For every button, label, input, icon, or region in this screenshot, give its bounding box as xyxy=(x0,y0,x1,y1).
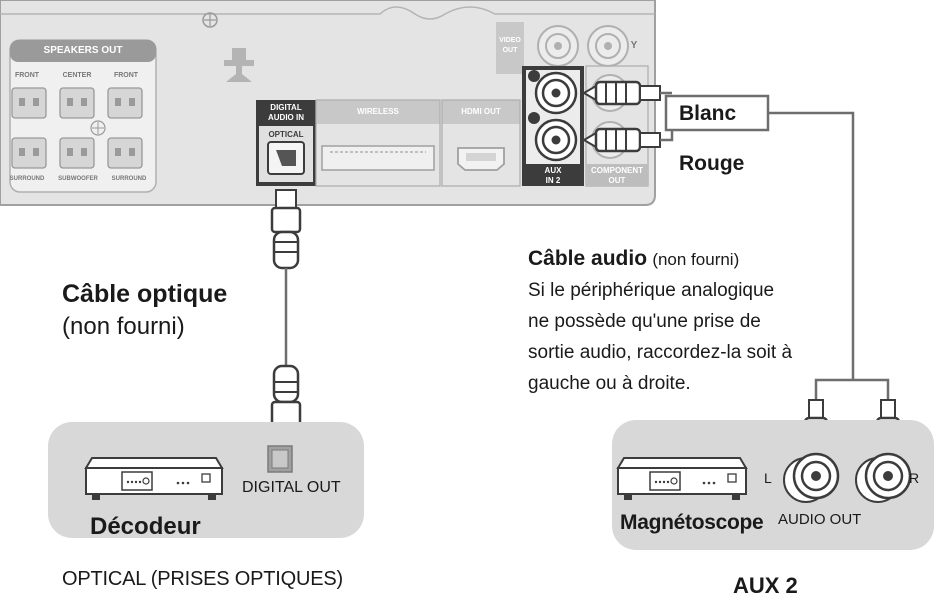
optical-cable-subtitle: (non fourni) xyxy=(62,313,185,340)
component-label: COMPONENT xyxy=(591,166,643,175)
optical-port-label: OPTICAL xyxy=(268,130,304,139)
audio-cable-note: Câble audio (non fourni) Si le périphéri… xyxy=(528,243,828,399)
audio-note-line-4: gauche ou à droite. xyxy=(528,373,691,394)
front-r-label: FRONT xyxy=(14,72,40,79)
audio-note-line-1: Si le périphérique analogique xyxy=(528,280,775,301)
audio-note-line-3: sortie audio, raccordez-la soit à xyxy=(528,342,793,363)
screw-icon xyxy=(202,12,218,28)
speaker-terminal-surround-r xyxy=(11,137,47,169)
speaker-terminal-front-l xyxy=(107,87,143,119)
optical-cable xyxy=(270,189,302,441)
vcr-right-label: R xyxy=(909,470,920,486)
audio-cable-title-note: (non fourni) xyxy=(652,250,740,269)
vcr-audio-out-right-jack xyxy=(855,452,912,503)
digital-audio-in-label: DIGITAL AUDIO IN xyxy=(256,103,316,123)
audio-out-label: AUDIO OUT xyxy=(778,511,862,528)
audio-note-line-2: ne possède qu'une prise de xyxy=(528,311,761,332)
decoder-name: Décodeur xyxy=(90,513,201,540)
aux-section-title: AUX 2 xyxy=(733,573,798,598)
video-out-label: VIDEO OUT xyxy=(496,36,524,56)
digital-out-label: DIGITAL OUT xyxy=(242,479,341,496)
audio-cable xyxy=(768,111,855,380)
vcr-device-icon xyxy=(616,457,748,500)
receiver-rear-panel xyxy=(0,0,656,206)
front-l-label: FRONT xyxy=(113,72,139,79)
vcr-left-label: L xyxy=(764,470,772,486)
wireless-slot xyxy=(321,145,435,171)
component-out-label: COMPONENT OUT xyxy=(586,166,648,186)
blanc-label: Blanc xyxy=(679,102,737,125)
component-out-sub-label: OUT xyxy=(608,176,626,185)
wireless-label: WIRELESS xyxy=(357,107,399,116)
video-label: VIDEO xyxy=(499,37,521,44)
speaker-terminal-front-r xyxy=(11,87,47,119)
audio-in-label: AUDIO IN xyxy=(268,113,304,122)
aux-label: AUX xyxy=(544,166,562,175)
subwoofer-label: SUBWOOFER xyxy=(58,176,98,182)
out-label: OUT xyxy=(502,47,518,54)
speaker-terminal-surround-l xyxy=(107,137,143,169)
y-label: Y xyxy=(630,40,638,51)
speaker-terminal-center xyxy=(59,87,95,119)
speaker-terminal-subwoofer xyxy=(59,137,95,169)
rca-plug-red xyxy=(582,127,661,153)
vcr-audio-out-left-jack xyxy=(783,452,840,503)
digital-label: DIGITAL xyxy=(270,103,302,112)
digital-out-port-icon xyxy=(267,445,293,473)
surround-l-label: SURROUND xyxy=(111,176,147,182)
decoder-device-icon xyxy=(84,457,224,500)
audio-cable-title: Câble audio xyxy=(528,247,648,270)
rouge-label: Rouge xyxy=(679,152,745,175)
optical-section-title: OPTICAL (PRISES OPTIQUES) xyxy=(62,568,343,590)
in-2-label: IN 2 xyxy=(545,176,561,185)
surround-r-label: SURROUND xyxy=(9,176,45,182)
optical-cable-title: Câble optique xyxy=(62,280,228,308)
hdmi-out-label: HDMI OUT xyxy=(461,107,501,116)
speakers-out-label: SPEAKERS OUT xyxy=(43,45,123,56)
ground-icon xyxy=(224,48,254,82)
vcr-box xyxy=(612,420,934,550)
rca-plug-white xyxy=(582,80,661,106)
aux-in-2-label: AUX IN 2 xyxy=(522,166,584,186)
vcr-name: Magnétoscope xyxy=(620,511,764,534)
center-label: CENTER xyxy=(62,72,92,79)
